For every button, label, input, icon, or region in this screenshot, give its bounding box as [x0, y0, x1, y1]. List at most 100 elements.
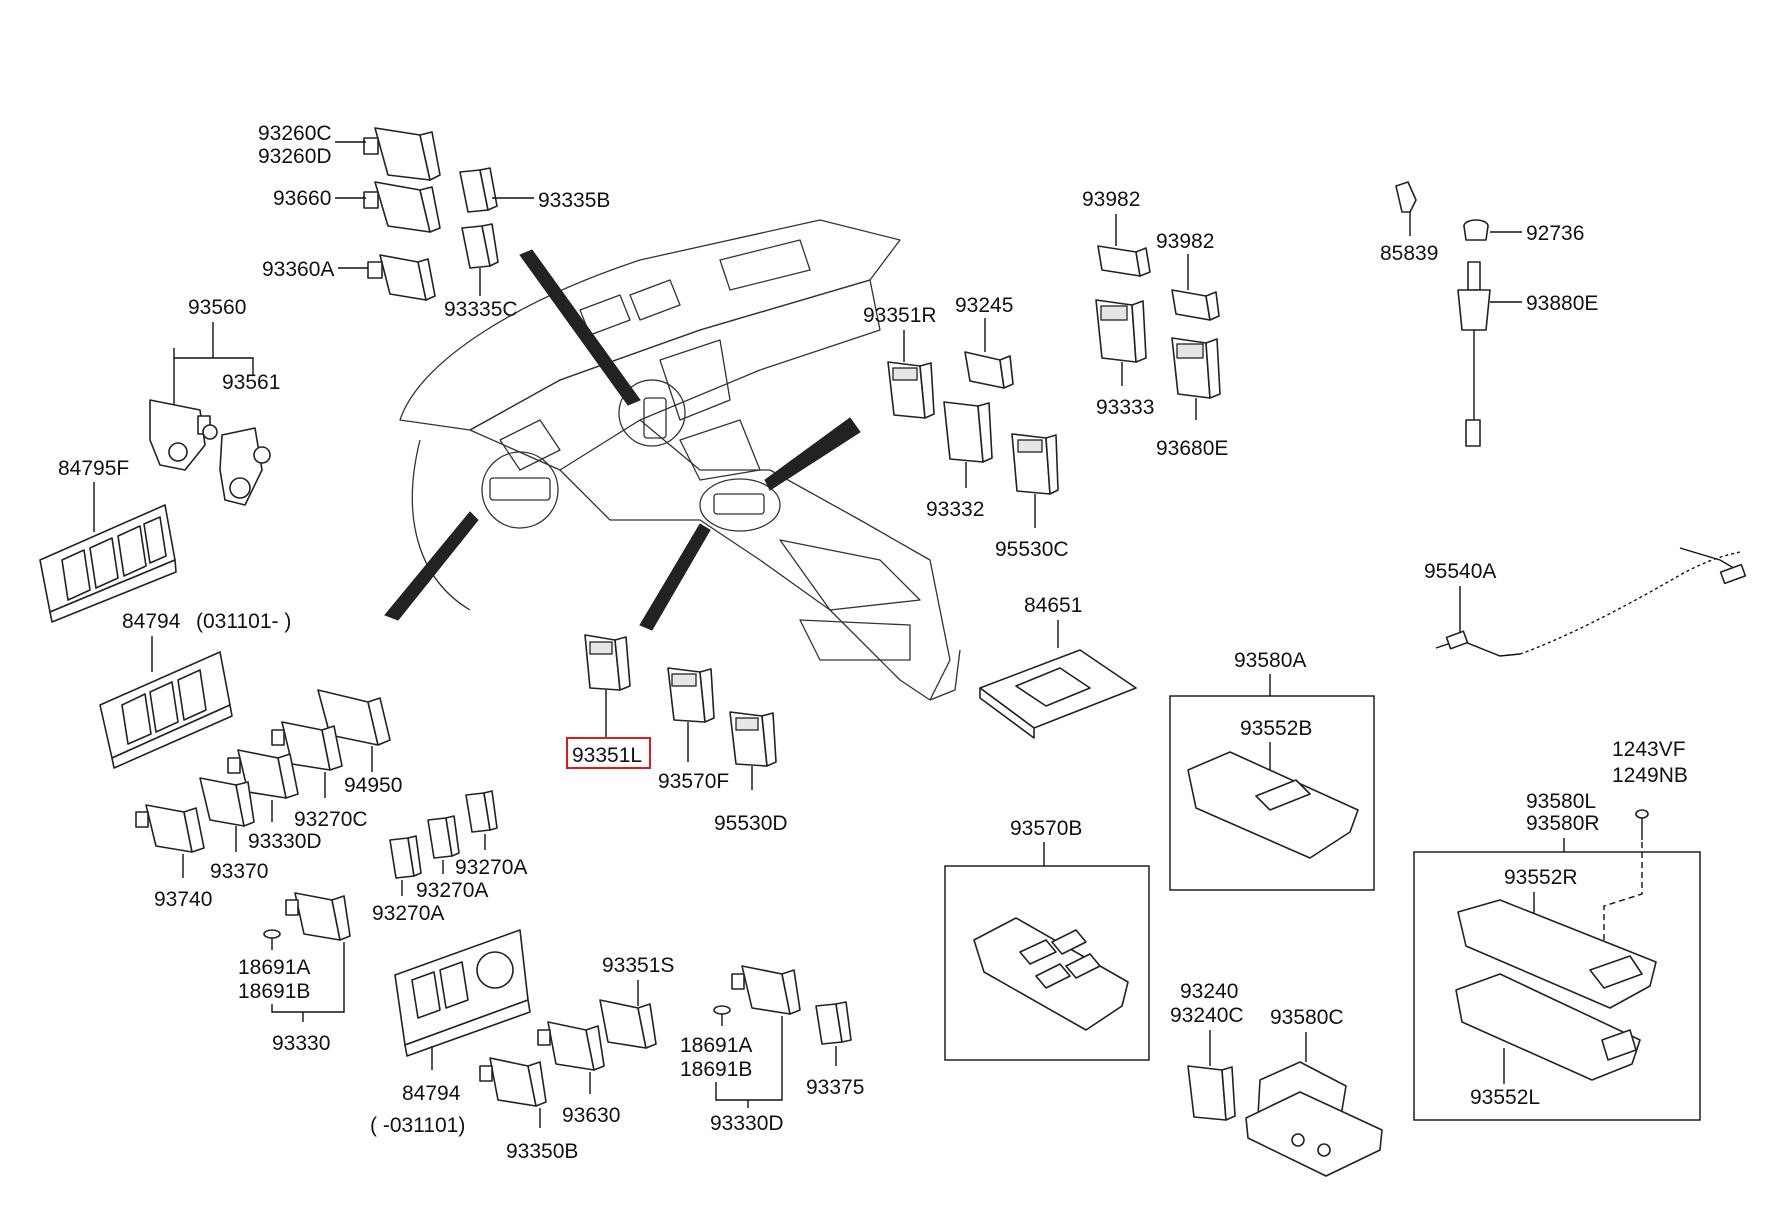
- label-93680E: 93680E: [1156, 437, 1228, 460]
- label-93370: 93370: [210, 860, 268, 883]
- switch-93982-b: [1171, 289, 1220, 321]
- label-93580R: 93580R: [1526, 812, 1600, 835]
- label-93360A: 93360A: [262, 258, 334, 281]
- label-95530C: 95530C: [995, 538, 1069, 561]
- clip-93335C: [461, 223, 499, 269]
- label-93982-b: 93982: [1156, 230, 1214, 253]
- label-93270C: 93270C: [294, 808, 368, 831]
- screw-18691A-left: [263, 929, 281, 950]
- master-window-switch-93570B: [973, 917, 1129, 1031]
- label-18691B-mid: 18691B: [680, 1058, 752, 1081]
- label-93335C: 93335C: [444, 298, 518, 321]
- bezel-84795F: [39, 504, 177, 623]
- label-1243VF: 1243VF: [1612, 738, 1686, 761]
- label-93270A-a: 93270A: [372, 902, 444, 925]
- dashboard-illustration: [399, 219, 961, 701]
- label-93660: 93660: [273, 187, 331, 210]
- switch-93240: [1187, 1065, 1236, 1121]
- label-93351L: 93351L: [572, 744, 642, 767]
- label-93375: 93375: [806, 1076, 864, 1099]
- box-93580L: [1413, 851, 1701, 1121]
- label-93580L: 93580L: [1526, 790, 1596, 813]
- sensor-93561: [219, 427, 271, 506]
- highlight-box-93351L: [566, 737, 651, 769]
- switch-95530D: [729, 711, 777, 767]
- clip-85839: [1395, 181, 1417, 213]
- label-93580C: 93580C: [1270, 1006, 1344, 1029]
- label-93330D-left: 93330D: [248, 830, 322, 853]
- label-93880E: 93880E: [1526, 292, 1598, 315]
- label-93570F: 93570F: [658, 770, 729, 793]
- label-93552B: 93552B: [1240, 717, 1312, 740]
- label-84794-bottom-note: ( -031101): [370, 1114, 465, 1137]
- switch-93270C: [271, 721, 343, 771]
- label-93630: 93630: [562, 1104, 620, 1127]
- cable-95540A: [1435, 547, 1747, 657]
- box-93580A: [1169, 695, 1375, 891]
- switch-93260C: [363, 127, 441, 181]
- label-93330D-mid: 93330D: [710, 1112, 784, 1135]
- label-93552R: 93552R: [1504, 866, 1578, 889]
- clip-93270A-c: [465, 790, 498, 833]
- label-93740: 93740: [154, 888, 212, 911]
- label-93332: 93332: [926, 498, 984, 521]
- label-93270A-c: 93270A: [455, 856, 527, 879]
- switch-93580C: [1245, 1061, 1383, 1177]
- switch-93350B: [479, 1057, 547, 1107]
- label-93561: 93561: [222, 371, 280, 394]
- switch-93330D-left: [227, 749, 299, 799]
- switch-93740: [135, 804, 205, 853]
- label-18691A-mid: 18691A: [680, 1034, 752, 1057]
- clip-93270A-b: [427, 815, 460, 859]
- bezel-84794-bottom: [394, 929, 531, 1057]
- switch-95530C: [1011, 433, 1059, 495]
- switch-93370: [199, 777, 255, 827]
- label-93330: 93330: [272, 1032, 330, 1055]
- label-93333: 93333: [1096, 396, 1154, 419]
- switch-93660: [363, 181, 441, 233]
- switch-93680E: [1171, 337, 1221, 399]
- label-1249NB: 1249NB: [1612, 764, 1688, 787]
- switch-93880E: [1457, 261, 1491, 447]
- label-93240C: 93240C: [1170, 1004, 1244, 1027]
- window-switch-93552R: [1457, 899, 1657, 1009]
- label-95530D: 95530D: [714, 812, 788, 835]
- plate-84651: [979, 649, 1137, 739]
- label-93240: 93240: [1180, 980, 1238, 1003]
- pointer-wedges: [384, 249, 861, 631]
- label-93270A-b: 93270A: [416, 879, 488, 902]
- cap-92736: [1463, 219, 1489, 241]
- label-95540A: 95540A: [1424, 560, 1496, 583]
- label-84651: 84651: [1024, 594, 1082, 617]
- clip-93270A-a: [389, 835, 422, 879]
- switch-93330D-mid: [731, 965, 801, 1015]
- switch-93570F: [667, 667, 715, 723]
- switch-93351R: [887, 361, 935, 419]
- screw-1243VF: [1635, 809, 1649, 840]
- switch-93351L: [584, 634, 631, 691]
- label-94950: 94950: [344, 774, 402, 797]
- window-switch-93552B: [1187, 751, 1359, 859]
- label-93245: 93245: [955, 294, 1013, 317]
- window-switch-93552L: [1455, 973, 1641, 1081]
- switch-93245: [964, 351, 1014, 389]
- label-92736: 92736: [1526, 222, 1584, 245]
- label-93260C: 93260C: [258, 122, 332, 145]
- label-93351R: 93351R: [863, 304, 937, 327]
- switch-93982-a: [1097, 245, 1151, 277]
- sensor-93560: [149, 399, 218, 471]
- label-93982-a: 93982: [1082, 188, 1140, 211]
- label-84794-top: 84794: [122, 610, 181, 633]
- switch-93360A: [367, 254, 436, 301]
- label-93580A: 93580A: [1234, 649, 1306, 672]
- box-93570B: [944, 865, 1150, 1061]
- switch-93330: [285, 892, 351, 941]
- label-93335B: 93335B: [538, 189, 610, 212]
- label-84794-bottom: 84794: [402, 1082, 461, 1105]
- label-93260D: 93260D: [258, 145, 332, 168]
- bezel-84794-top: [99, 651, 233, 769]
- switch-93630: [537, 1021, 605, 1071]
- switch-93333: [1095, 299, 1147, 363]
- label-18691A-left: 18691A: [238, 956, 310, 979]
